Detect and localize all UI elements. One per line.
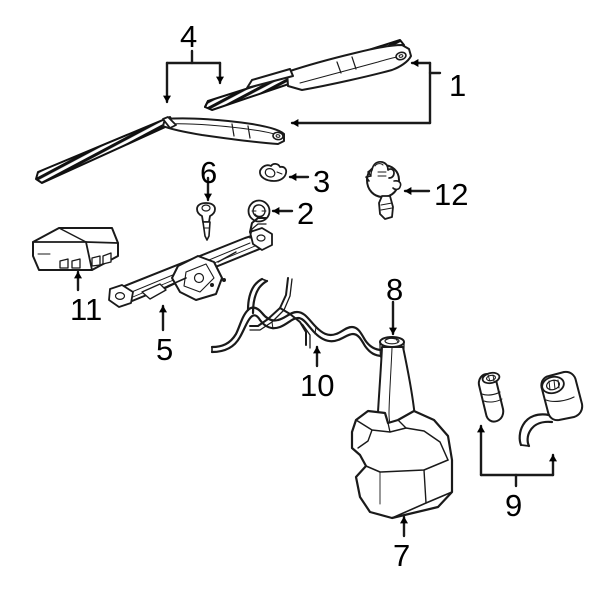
callout-pointer-9 bbox=[477, 424, 557, 488]
callout-label-2: 2 bbox=[297, 196, 315, 231]
wiper-control-module bbox=[32, 227, 119, 271]
washer-fluid-reservoir bbox=[350, 409, 454, 520]
callout-label-8: 8 bbox=[386, 272, 404, 307]
reservoir-filler-cap bbox=[379, 336, 405, 359]
nut bbox=[247, 199, 271, 223]
washer-pump-motor bbox=[365, 160, 402, 220]
washer-hose bbox=[210, 277, 388, 358]
callout-pointer-4 bbox=[163, 49, 224, 104]
washer-nozzle-right bbox=[518, 370, 584, 448]
wiper-arm-upper bbox=[246, 44, 412, 91]
callout-label-5: 5 bbox=[156, 332, 174, 367]
nut-cap bbox=[259, 162, 288, 182]
retainer-clip bbox=[196, 202, 216, 241]
callout-label-12: 12 bbox=[434, 177, 469, 212]
callout-label-6: 6 bbox=[200, 155, 218, 190]
callout-label-1: 1 bbox=[449, 68, 467, 103]
washer-nozzle-left bbox=[477, 371, 505, 423]
callout-label-4: 4 bbox=[180, 19, 198, 54]
callout-pointer-1 bbox=[290, 59, 442, 127]
wiper-linkage-transmission bbox=[108, 217, 273, 308]
wiper-arm-lower bbox=[162, 116, 285, 145]
callout-label-3: 3 bbox=[313, 164, 331, 199]
callout-label-9: 9 bbox=[505, 488, 523, 523]
callout-label-10: 10 bbox=[300, 368, 335, 403]
callout-label-11: 11 bbox=[70, 292, 103, 327]
callout-label-7: 7 bbox=[393, 538, 411, 573]
wiper-blade-lower bbox=[35, 116, 175, 184]
